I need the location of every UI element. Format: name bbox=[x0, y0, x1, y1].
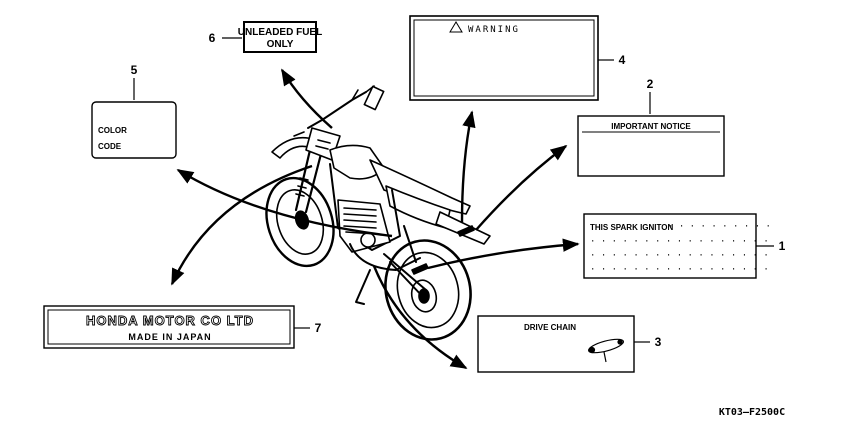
color-code-label: COLOR CODE bbox=[91, 101, 177, 159]
spark-ignition-dots-line2: · · · · · · · · · · · · · · · · · bbox=[590, 237, 769, 247]
important-notice-label: IMPORTANT NOTICE bbox=[577, 115, 725, 177]
callout-number-6: 6 bbox=[209, 31, 216, 45]
honda-emblem: HONDA MOTOR CO LTD MADE IN JAPAN bbox=[43, 305, 295, 349]
arrow-1 bbox=[427, 238, 580, 270]
warning-triangle-icon bbox=[449, 21, 463, 33]
callout-number-2: 2 bbox=[647, 77, 654, 91]
unleaded-fuel-line2: ONLY bbox=[267, 39, 294, 50]
spark-ignition-dots-line4: · · · · · · · · · · · · · · · · · bbox=[590, 265, 769, 275]
callout-number-4: 4 bbox=[619, 53, 626, 67]
spark-ignition-dots-line1: · · · · · · · · · · bbox=[668, 222, 771, 232]
warning-label: WARNING bbox=[409, 15, 599, 101]
figure-code: KT03–F2500C bbox=[719, 407, 785, 418]
spark-ignition-dots-line3: · · · · · · · · · · · · · · · · · bbox=[590, 251, 769, 261]
spark-ignition-text: THIS SPARK IGNITON bbox=[590, 223, 673, 232]
callout-number-1: 1 bbox=[779, 239, 786, 253]
callout-number-7: 7 bbox=[315, 321, 322, 335]
honda-emblem-line2: MADE IN JAPAN bbox=[128, 332, 211, 342]
arrow-3 bbox=[372, 265, 468, 370]
honda-emblem-line1: HONDA MOTOR CO LTD bbox=[86, 313, 254, 328]
unleaded-fuel-label: UNLEADED FUEL ONLY bbox=[238, 21, 322, 53]
arrow-4 bbox=[460, 110, 476, 223]
spark-ignition-label: THIS SPARK IGNITON · · · · · · · · · · ·… bbox=[583, 213, 771, 279]
callout-number-3: 3 bbox=[655, 335, 662, 349]
callout-number-5: 5 bbox=[131, 63, 138, 77]
color-code-line1: COLOR bbox=[98, 126, 127, 135]
arrow-5 bbox=[176, 168, 393, 238]
warning-label-text: WARNING bbox=[468, 25, 520, 35]
important-notice-text: IMPORTANT NOTICE bbox=[611, 122, 691, 131]
motorcycle-illustration bbox=[265, 85, 491, 341]
drive-chain-text: DRIVE CHAIN bbox=[524, 323, 576, 332]
leader-arrows bbox=[170, 68, 580, 370]
arrow-6 bbox=[280, 68, 333, 129]
unleaded-fuel-line1: UNLEADED FUEL bbox=[238, 27, 322, 38]
chain-icon bbox=[587, 338, 625, 363]
arrow-2 bbox=[475, 145, 568, 231]
color-code-line2: CODE bbox=[98, 142, 122, 151]
arrow-7 bbox=[170, 164, 313, 286]
drive-chain-label: DRIVE CHAIN bbox=[477, 315, 635, 373]
